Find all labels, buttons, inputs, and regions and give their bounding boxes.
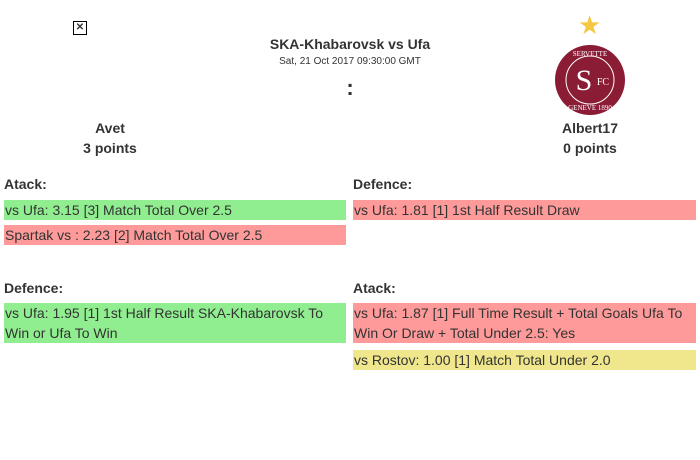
player-name: Albert17 [561, 120, 619, 136]
bet-row: Spartak vs : 2.23 [2] Match Total Over 2… [4, 225, 346, 245]
right-defence-title: Defence: [353, 176, 413, 192]
bet-row: vs Ufa: 1.95 [1] 1st Half Result SKA-Kha… [4, 303, 346, 343]
right-attack-title: Atack: [353, 280, 396, 296]
bet-row: vs Ufa: 3.15 [3] Match Total Over 2.5 [4, 200, 346, 220]
svg-text:GENEVE 1890: GENEVE 1890 [568, 104, 612, 112]
bet-row: vs Ufa: 1.87 [1] Full Time Result + Tota… [353, 303, 696, 343]
left-defence-title: Defence: [4, 280, 64, 296]
match-score: : [346, 75, 354, 100]
star-icon: ★ [578, 10, 602, 40]
broken-image-icon: ✕ [73, 21, 87, 35]
player-points: 0 points [563, 140, 617, 156]
svg-text:FC: FC [597, 77, 610, 88]
servette-logo: S FC SERVETTE GENEVE 1890 [555, 45, 625, 115]
bet-row: vs Ufa: 1.81 [1] 1st Half Result Draw [353, 200, 696, 220]
match-title: SKA-Khabarovsk vs Ufa [269, 36, 431, 52]
svg-text:S: S [576, 64, 593, 97]
player-name: Avet [95, 120, 125, 136]
match-date: Sat, 21 Oct 2017 09:30:00 GMT [279, 56, 421, 67]
right-player: Albert17 0 points [490, 118, 690, 158]
bet-row: vs Rostov: 1.00 [1] Match Total Under 2.… [353, 350, 696, 370]
left-attack-title: Atack: [4, 176, 47, 192]
svg-text:SERVETTE: SERVETTE [573, 50, 607, 58]
left-player: Avet 3 points [10, 118, 210, 158]
player-points: 3 points [83, 140, 137, 156]
